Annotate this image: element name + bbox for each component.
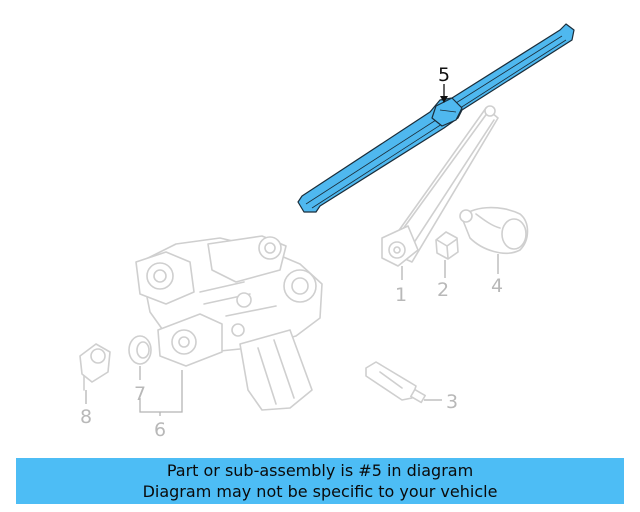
leader-lines bbox=[85, 84, 499, 416]
callout-2: 2 bbox=[437, 279, 449, 301]
banner-line-2: Diagram may not be specific to your vehi… bbox=[142, 482, 498, 501]
part-4-cap[interactable] bbox=[459, 206, 529, 254]
callout-1: 1 bbox=[395, 284, 407, 306]
callout-4: 4 bbox=[491, 275, 503, 297]
part-7-grommet[interactable] bbox=[128, 335, 152, 365]
callout-3: 3 bbox=[446, 391, 458, 413]
parts-diagram: 1 2 3 4 5 6 7 8 bbox=[79, 23, 575, 441]
part-1-wiper-arm[interactable] bbox=[381, 105, 499, 267]
banner-line-1: Part or sub-assembly is #5 in diagram bbox=[166, 461, 474, 480]
part-3-nozzle[interactable] bbox=[365, 361, 426, 404]
callout-7: 7 bbox=[134, 383, 146, 405]
part-5-wiper-blade[interactable] bbox=[297, 23, 575, 213]
part-6-wiper-motor[interactable] bbox=[135, 235, 323, 411]
callout-6: 6 bbox=[154, 419, 166, 441]
info-banner: Part or sub-assembly is #5 in diagram Di… bbox=[16, 458, 624, 504]
part-2-nut[interactable] bbox=[435, 231, 459, 260]
callout-8: 8 bbox=[80, 406, 92, 428]
part-8-connector[interactable] bbox=[79, 343, 111, 391]
callout-5: 5 bbox=[438, 64, 450, 86]
